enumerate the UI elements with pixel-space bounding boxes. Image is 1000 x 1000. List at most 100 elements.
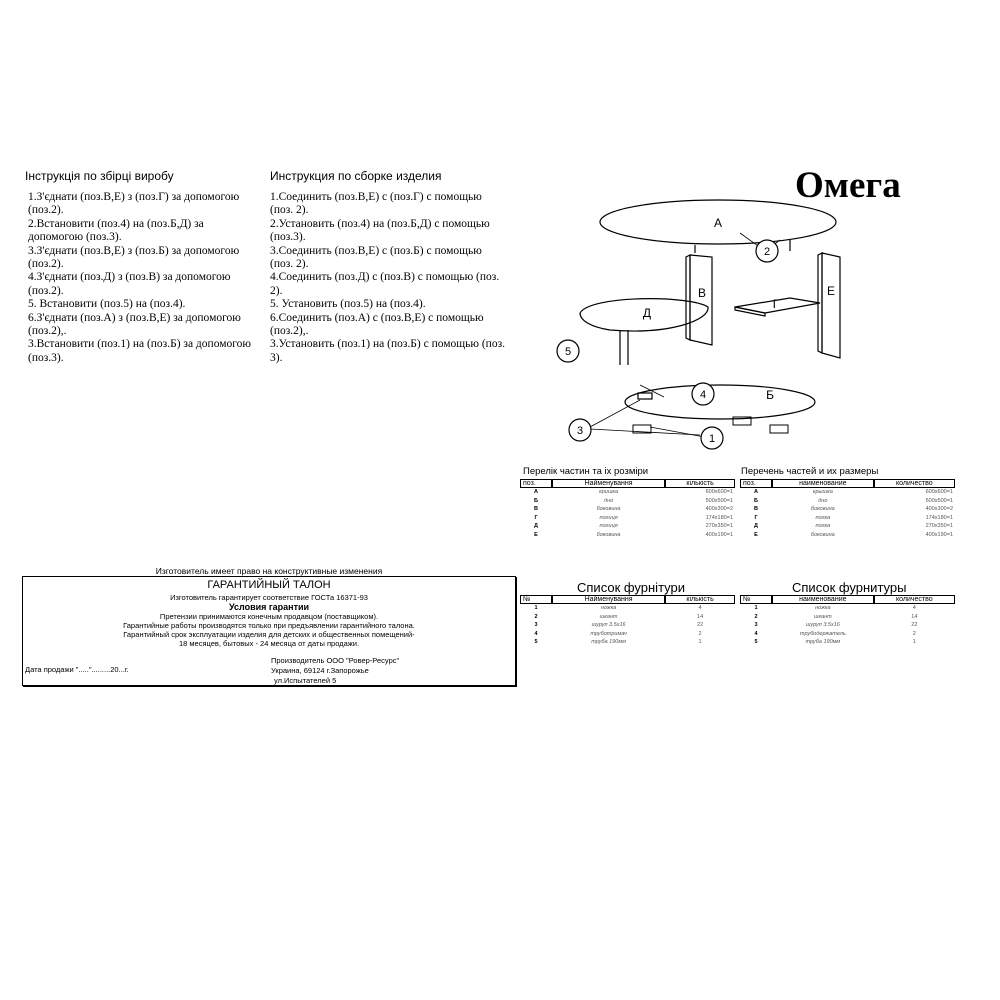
instruction-step: 3.Соединить (поз.В,Е) с (поз.Б) с помощь… (270, 244, 482, 271)
instruction-step: 6.Соединить (поз.А) с (поз.В,Е) с помощь… (270, 311, 484, 338)
warranty-line: Претензии принимаются конечным продавцом… (159, 612, 379, 621)
table-cell: 500x500=1 (705, 497, 733, 504)
column-header: наименование (772, 479, 874, 488)
table-cell: 3 (534, 622, 538, 629)
table-cell: ножка (600, 605, 617, 612)
label-e: Е (827, 284, 835, 298)
table-cell: 400x190=1 (925, 531, 953, 538)
tube-holder (637, 392, 653, 400)
table-cell: труба 190мм (591, 639, 626, 646)
assembly-diagram: А В Е Г Д Б 1 2 3 4 5 (556, 199, 841, 450)
table-cell: А (534, 489, 538, 496)
hardware-ua-title: Список фурнітури (577, 580, 686, 595)
table-cell: труботримач (590, 630, 627, 637)
table-cell: 5 (754, 639, 758, 646)
instructions-ru-heading: Инструкция по сборке изделия (270, 169, 442, 183)
warranty-conditions-title: Условия гарантии (228, 602, 310, 612)
table-cell: 2 (698, 630, 702, 637)
instruction-step: 4.З'єднати (поз.Д) з (поз.В) за допомого… (28, 271, 231, 297)
table-cell: Д (754, 523, 758, 530)
top-panel-a (599, 199, 837, 245)
instructions-ua-list: 1.З'єднати (поз.В,Е) з (поз.Г) за допомо… (28, 191, 253, 365)
table-cell: 4 (534, 630, 538, 637)
table-row: 4 труботримач 2 (520, 630, 735, 639)
callout-5: 5 (565, 346, 571, 358)
table-cell: Д (534, 523, 538, 530)
instruction-step: 3.Установить (поз.1) на (поз.Б) с помощь… (270, 338, 506, 364)
table-cell: 5 (534, 639, 538, 646)
table-row: 2 шкант 14 (740, 613, 955, 622)
callout-4: 4 (700, 389, 706, 401)
hardware-ru-title: Список фурнитуры (792, 580, 907, 595)
table-cell: 14 (911, 613, 918, 620)
column-header: поз. (740, 479, 772, 488)
table-cell: 1 (698, 639, 702, 646)
maker-line: ул.Испытателей 5 (274, 676, 337, 685)
table-cell: полиця (599, 514, 618, 521)
warranty-title: ГАРАНТИЙНЫЙ ТАЛОН (207, 579, 331, 591)
column-header: кількість (665, 595, 735, 604)
instruction-step: 6.З'єднати (поз.А) з (поз.В,Е) за допомо… (28, 311, 241, 338)
table-cell: 400x190=1 (705, 531, 733, 538)
label-g: Г (773, 297, 780, 311)
table-cell: Г (534, 514, 538, 521)
instructions-ua-heading: Інструкція по збірці виробу (25, 169, 174, 183)
maker-line: Производитель ООО "Ровер-Ресурс" (271, 656, 400, 665)
table-cell: В (534, 506, 538, 513)
table-cell: 270x350=1 (705, 523, 733, 530)
bottom-panel-b (624, 384, 816, 420)
warranty-line: Гарантийные работы производятся только п… (123, 621, 415, 630)
instruction-step: 3.З'єднати (поз.В,Е) з (поз.Б) за допомо… (28, 244, 240, 271)
manufacturer-notice: Изготовитель имеет право на конструктивн… (155, 566, 383, 576)
table-cell: шкант (599, 613, 618, 620)
table-cell: 4 (698, 605, 702, 612)
table-cell: 400x300=2 (705, 506, 733, 513)
instructions-ru-list: 1.Соединить (поз.В,Е) с (поз.Г) с помощь… (270, 191, 505, 365)
table-cell: 22 (697, 622, 704, 629)
column-header: Найменування (552, 479, 666, 488)
side-panel-e (821, 252, 841, 359)
label-v: В (698, 286, 706, 300)
column-header: количество (873, 595, 955, 604)
table-cell: 2 (754, 613, 758, 620)
product-title: Омега (795, 165, 901, 206)
table-cell: шуруп 3.5x16 (591, 622, 626, 629)
table-cell: А (754, 489, 758, 496)
column-header: № (520, 595, 552, 604)
table-cell: 174x180=1 (705, 514, 733, 521)
instruction-step: 1.Соединить (поз.В,Е) с (поз.Г) с помощь… (270, 191, 482, 217)
table-cell: трубодержатель (799, 630, 846, 637)
table-cell: кришка (599, 489, 619, 496)
table-cell: 2 (534, 613, 538, 620)
table-cell: 174x180=1 (925, 514, 953, 521)
label-b: Б (766, 388, 774, 402)
instruction-step: 2.Установить (поз.4) на (поз.Б,Д) с помо… (270, 217, 490, 244)
table-cell: 600x600=1 (925, 489, 953, 496)
table-cell: 3 (754, 622, 758, 629)
column-header: кількість (665, 479, 735, 488)
instruction-step: 1.З'єднати (поз.В,Е) з (поз.Г) за допомо… (28, 191, 240, 217)
table-cell: 600x600=1 (705, 489, 733, 496)
shelf-d (579, 298, 709, 332)
table-cell: Б (534, 497, 538, 504)
column-header: количество (873, 479, 955, 488)
table-cell: шкант (813, 613, 832, 620)
sale-date: Дата продажи ".....".........20...г. (25, 665, 129, 674)
column-header: Найменування (552, 595, 666, 604)
table-cell: Г (754, 514, 758, 521)
